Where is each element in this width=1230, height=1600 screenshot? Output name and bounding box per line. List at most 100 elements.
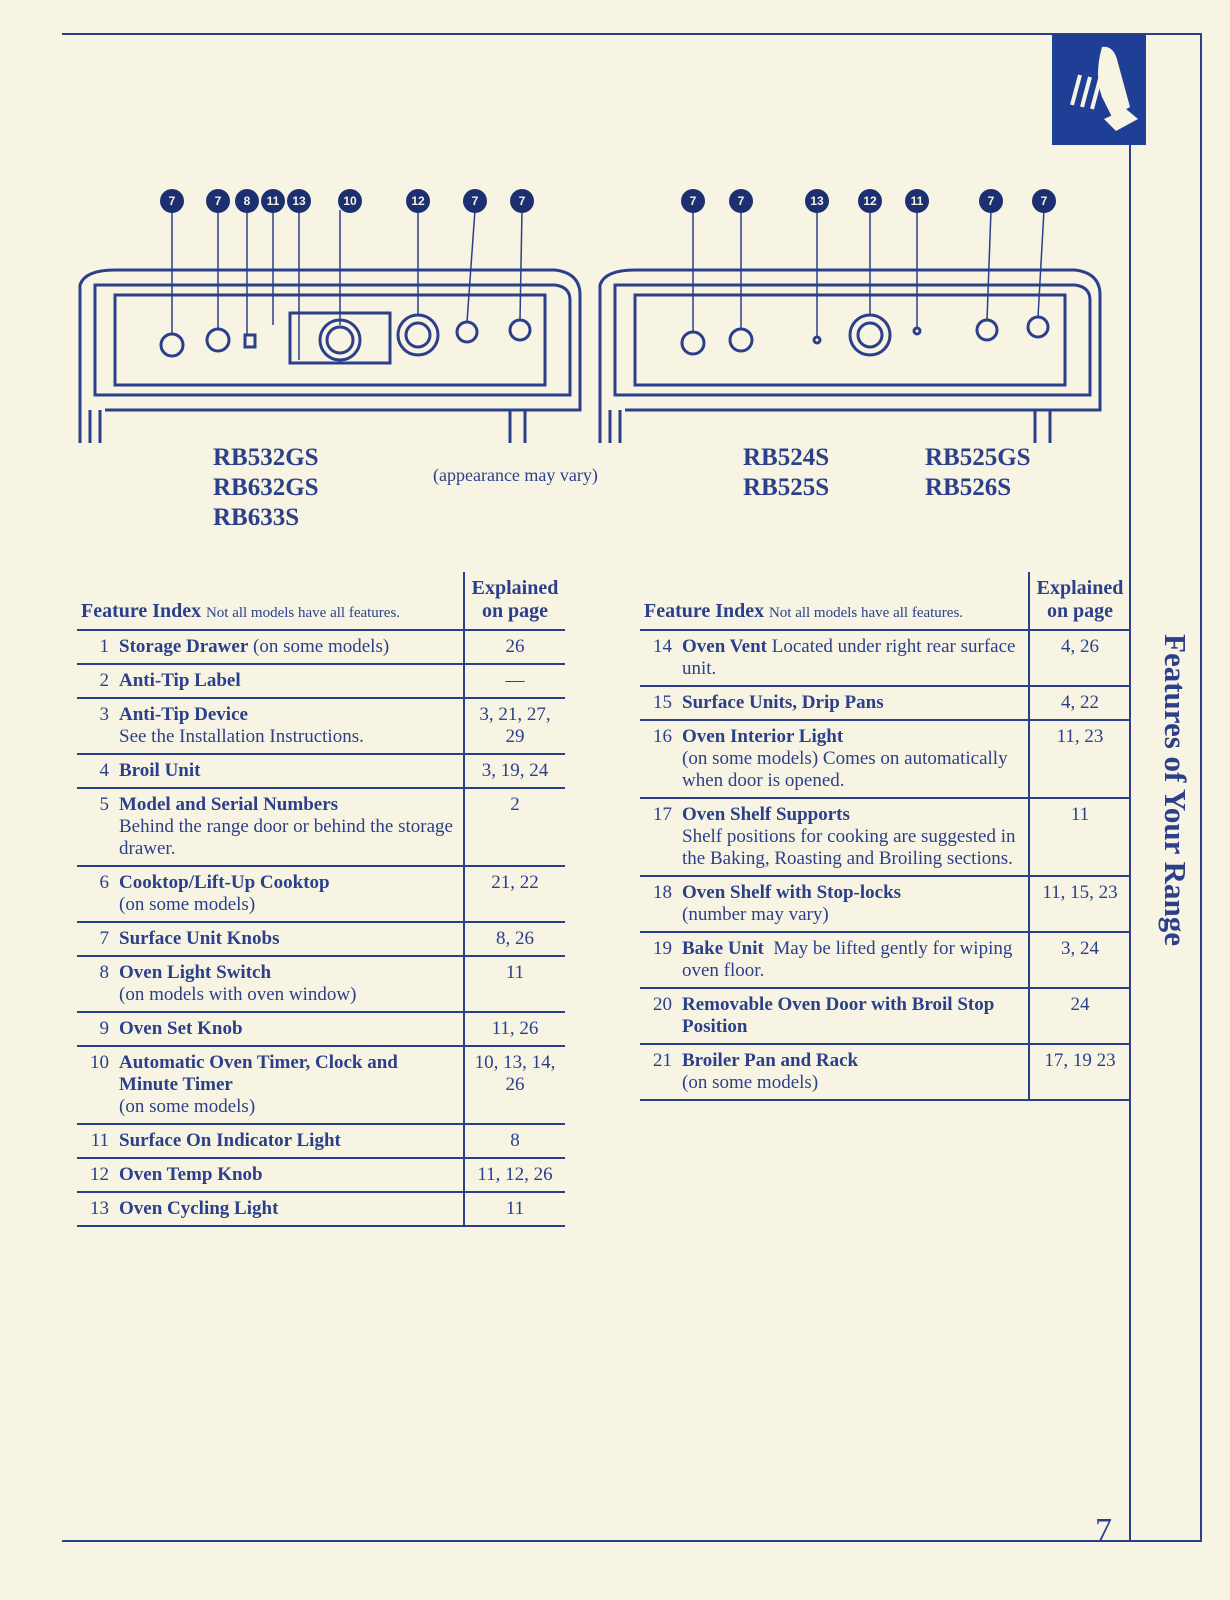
hand-pointer-icon — [1052, 35, 1146, 145]
feature-cell: Bake Unit May be lifted gently for wipin… — [678, 932, 1029, 989]
feature-name: Anti-Tip Device — [119, 704, 248, 725]
feature-description: (on some models) Comes on automatically … — [682, 748, 1013, 791]
feature-number: 21 — [640, 1044, 678, 1101]
model-name: RB525S — [743, 474, 830, 501]
feature-pages: 11 — [463, 956, 565, 1013]
table-header-title: Feature Index Not all models have all fe… — [77, 572, 464, 631]
feature-cell: Broiler Pan and Rack(on some models) — [678, 1044, 1029, 1101]
feature-name: Surface Units, Drip Pans — [682, 692, 884, 713]
feature-name: Storage Drawer — [119, 636, 249, 657]
feature-number: 17 — [640, 798, 678, 877]
feature-index-title: Feature Index — [81, 600, 202, 622]
feature-cell: Surface Units, Drip Pans — [678, 686, 1029, 721]
feature-number: 3 — [77, 698, 115, 755]
feature-pages: 26 — [463, 630, 565, 665]
feature-name: Oven Interior Light — [682, 726, 844, 747]
feature-index-title: Feature Index — [644, 600, 765, 622]
feature-name: Broiler Pan and Rack — [682, 1050, 859, 1071]
table-header-title: Feature Index Not all models have all fe… — [640, 572, 1029, 631]
feature-number: 11 — [77, 1124, 115, 1159]
edge-rule — [1200, 33, 1202, 1542]
feature-index-subtitle: Not all models have all features. — [768, 605, 964, 621]
feature-cell: Broil Unit — [115, 754, 464, 789]
feature-cell: Removable Oven Door with Broil Stop Posi… — [678, 988, 1029, 1045]
models-right-a: RB524S RB525S — [743, 443, 829, 503]
feature-name: Oven Shelf Supports — [682, 804, 850, 825]
feature-cell: Anti-Tip Label — [115, 664, 464, 699]
table-header-row: Feature Index Not all models have all fe… — [640, 572, 1130, 631]
feature-index-table-right: Feature Index Not all models have all fe… — [640, 572, 1130, 1101]
bottom-rule — [62, 1540, 1200, 1542]
feature-number: 19 — [640, 932, 678, 989]
range-diagram-left: 7 7 8 11 13 10 12 7 7 — [78, 189, 582, 443]
feature-description: (on models with oven window) — [119, 984, 357, 1005]
feature-pages: — — [463, 664, 565, 699]
callout-label: 13 — [292, 194, 306, 208]
model-name: RB526S — [925, 474, 1012, 501]
callout-label: 7 — [1041, 194, 1048, 208]
feature-name: Oven Temp Knob — [119, 1164, 263, 1185]
feature-number: 7 — [77, 922, 115, 957]
feature-pages: 8, 26 — [463, 922, 565, 957]
feature-index-subtitle: Not all models have all features. — [205, 605, 401, 621]
model-name: RB633S — [213, 504, 300, 531]
callout-label: 7 — [215, 194, 222, 208]
feature-pages: 3, 24 — [1028, 932, 1130, 989]
feature-description: (on some models) — [119, 894, 256, 915]
feature-pages: 3, 19, 24 — [463, 754, 565, 789]
feature-name: Bake Unit — [682, 938, 764, 959]
feature-name: Oven Set Knob — [119, 1018, 243, 1039]
feature-number: 18 — [640, 876, 678, 933]
feature-pages: 11, 26 — [463, 1012, 565, 1047]
callout-label: 7 — [519, 194, 526, 208]
callout-label: 10 — [343, 194, 357, 208]
page-col-line-1: Explained — [471, 577, 559, 599]
models-right-b: RB525GS RB526S — [925, 443, 1031, 503]
model-name: RB525GS — [925, 444, 1031, 471]
page-number: 7 — [1095, 1512, 1112, 1549]
callout-label: 12 — [411, 194, 425, 208]
feature-pages: 11, 12, 26 — [463, 1158, 565, 1193]
feature-pages: 17, 19 23 — [1028, 1044, 1130, 1101]
appearance-note: (appearance may vary) — [433, 465, 598, 485]
feature-cell: Oven Vent Located under right rear surfa… — [678, 630, 1029, 687]
feature-description: (on some models) — [119, 1096, 256, 1117]
feature-name: Oven Cycling Light — [119, 1198, 279, 1219]
feature-cell: Storage Drawer (on some models) — [115, 630, 464, 665]
page-title-text: Features of Your Range — [1158, 634, 1193, 946]
page-column-header: Explained on page — [1028, 572, 1130, 631]
feature-cell: Oven Shelf with Stop-locks(number may va… — [678, 876, 1029, 933]
feature-number: 1 — [77, 630, 115, 665]
feature-description: See the Installation Instructions. — [119, 726, 364, 747]
page-col-line-2: on page — [481, 600, 549, 622]
callout-label: 7 — [690, 194, 697, 208]
feature-cell: Oven Interior Light(on some models) Come… — [678, 720, 1029, 799]
feature-name: Anti-Tip Label — [119, 670, 241, 691]
feature-cell: Oven Cycling Light — [115, 1192, 464, 1227]
feature-number: 2 — [77, 664, 115, 699]
feature-description: (on some models) — [248, 636, 390, 657]
feature-number: 15 — [640, 686, 678, 721]
feature-number: 4 — [77, 754, 115, 789]
right-rule — [1129, 33, 1131, 1542]
page-col-line-1: Explained — [1036, 577, 1124, 599]
feature-name: Removable Oven Door with Broil Stop Posi… — [682, 994, 995, 1037]
feature-cell: Automatic Oven Timer, Clock and Minute T… — [115, 1046, 464, 1125]
feature-name: Surface Unit Knobs — [119, 928, 280, 949]
feature-number: 13 — [77, 1192, 115, 1227]
model-name: RB632GS — [213, 474, 319, 501]
feature-pages: 24 — [1028, 988, 1130, 1045]
feature-cell: Surface On Indicator Light — [115, 1124, 464, 1159]
